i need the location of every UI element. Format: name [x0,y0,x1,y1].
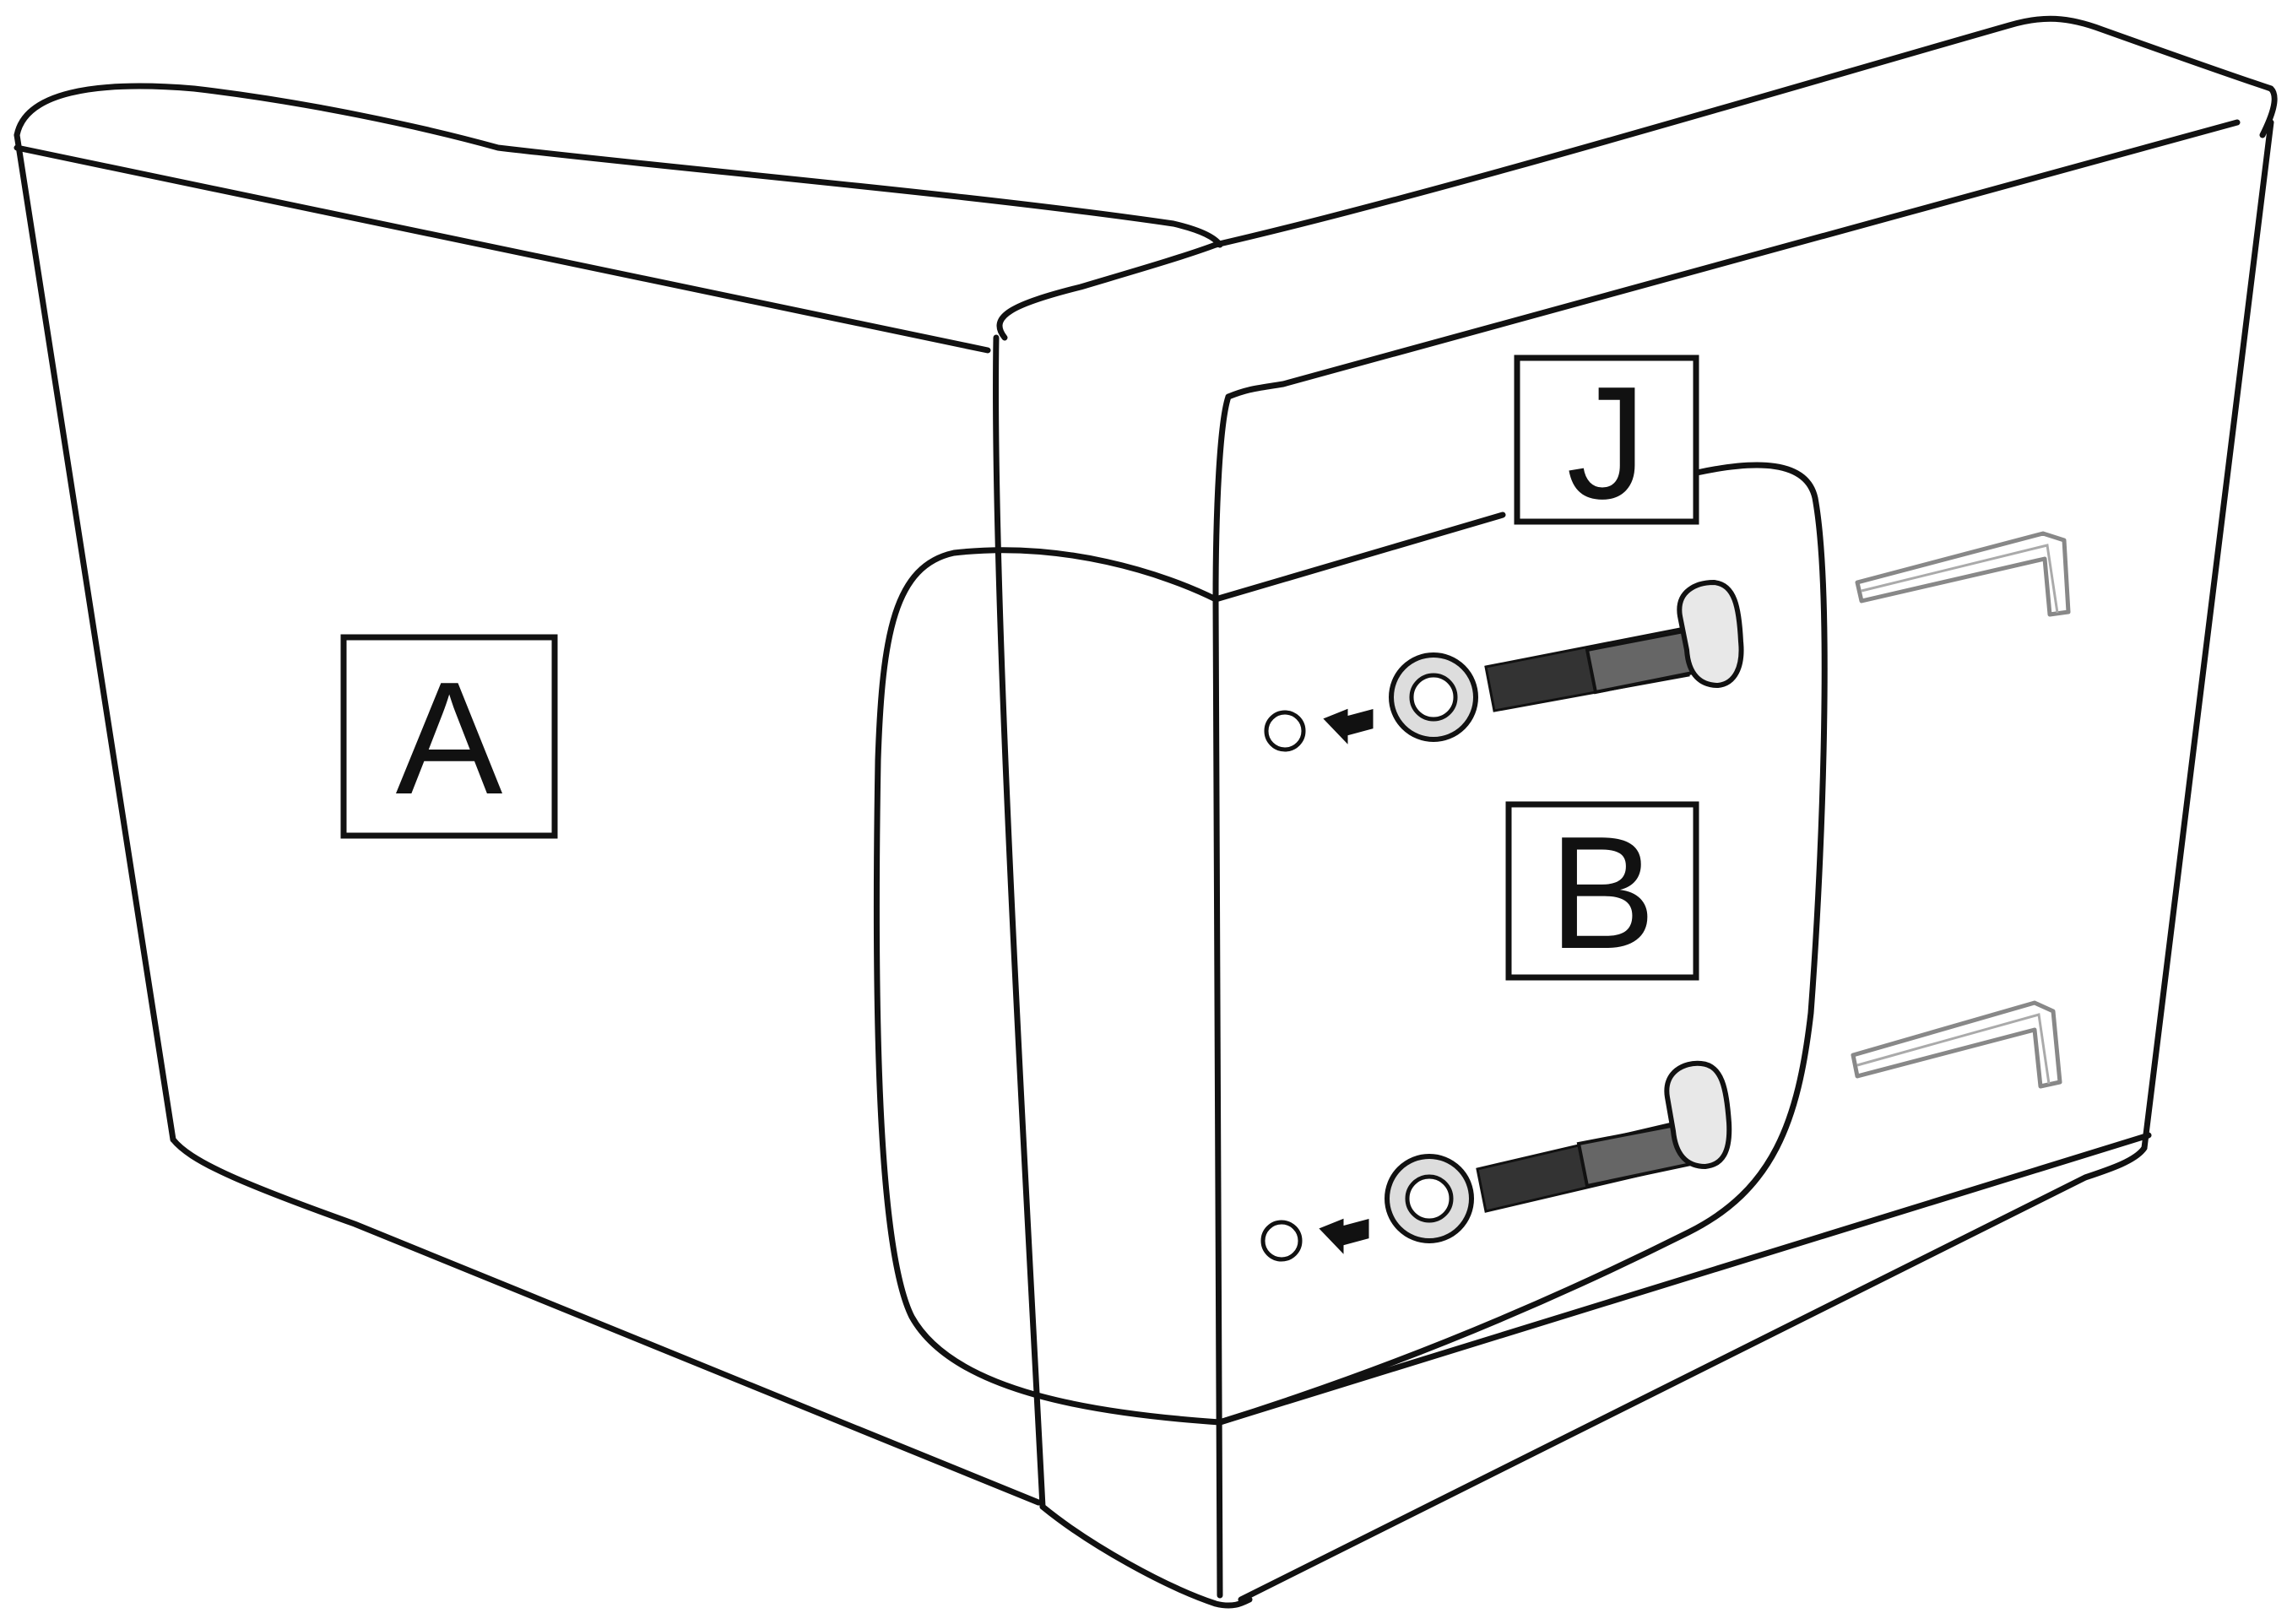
panel-a-inner-top [14,144,991,354]
bracket-j-outline [873,462,1828,1426]
hardware-top [1264,579,1744,752]
label-j-text: J [1567,354,1647,533]
panel-b-base-line [1217,1132,2152,1426]
hole-icon [1260,1220,1303,1262]
label-a-text: A [396,649,503,828]
washer-hole [1405,1174,1454,1223]
arrow-left-icon [1319,1218,1369,1254]
panel-a-top-edge [14,83,1223,248]
corner-post [993,241,1253,1609]
allen-key-edge [1861,544,2059,614]
panel-a-bottom-edge [170,1136,1042,1506]
hole-icon [1264,710,1306,752]
corner-post-top [996,241,1219,341]
label-j-box [1514,355,1699,525]
label-a-box [340,634,558,839]
panel-b-inner-top [1225,119,2241,400]
bolt-head [1664,1060,1732,1170]
label-j: J [1514,354,1699,533]
allen-key-icon [1855,531,2071,617]
panel-b-seam [1212,512,1506,603]
corner-post-front-edge [1212,596,1223,1599]
label-b: B [1505,801,1699,983]
panel-b-face-left [1212,393,1232,603]
panel-b-bottom-edge [1238,1145,2148,1603]
corner-post-left-edge [993,334,1046,1510]
bracket-j-shape [873,462,1828,1426]
label-b-text: B [1549,804,1656,983]
corner-post-bottom [1039,1503,1253,1609]
bolt-head [1677,579,1744,689]
allen-key-top [1855,531,2071,617]
hardware-bottom [1260,1060,1732,1262]
panel-a [14,83,1223,1506]
arrow-left-icon [1323,708,1374,744]
allen-key-edge [1856,1013,2051,1085]
allen-key-bottom [1851,1000,2062,1089]
label-a: A [340,634,558,839]
panel-b-top-edge [1212,15,2278,248]
washer-hole [1409,673,1458,722]
allen-key-icon [1851,1000,2062,1089]
label-b-box [1505,801,1699,981]
panel-a-left-edge [14,132,176,1143]
panel-b-right-edge [2141,119,2274,1151]
panel-b [1212,15,2278,1603]
